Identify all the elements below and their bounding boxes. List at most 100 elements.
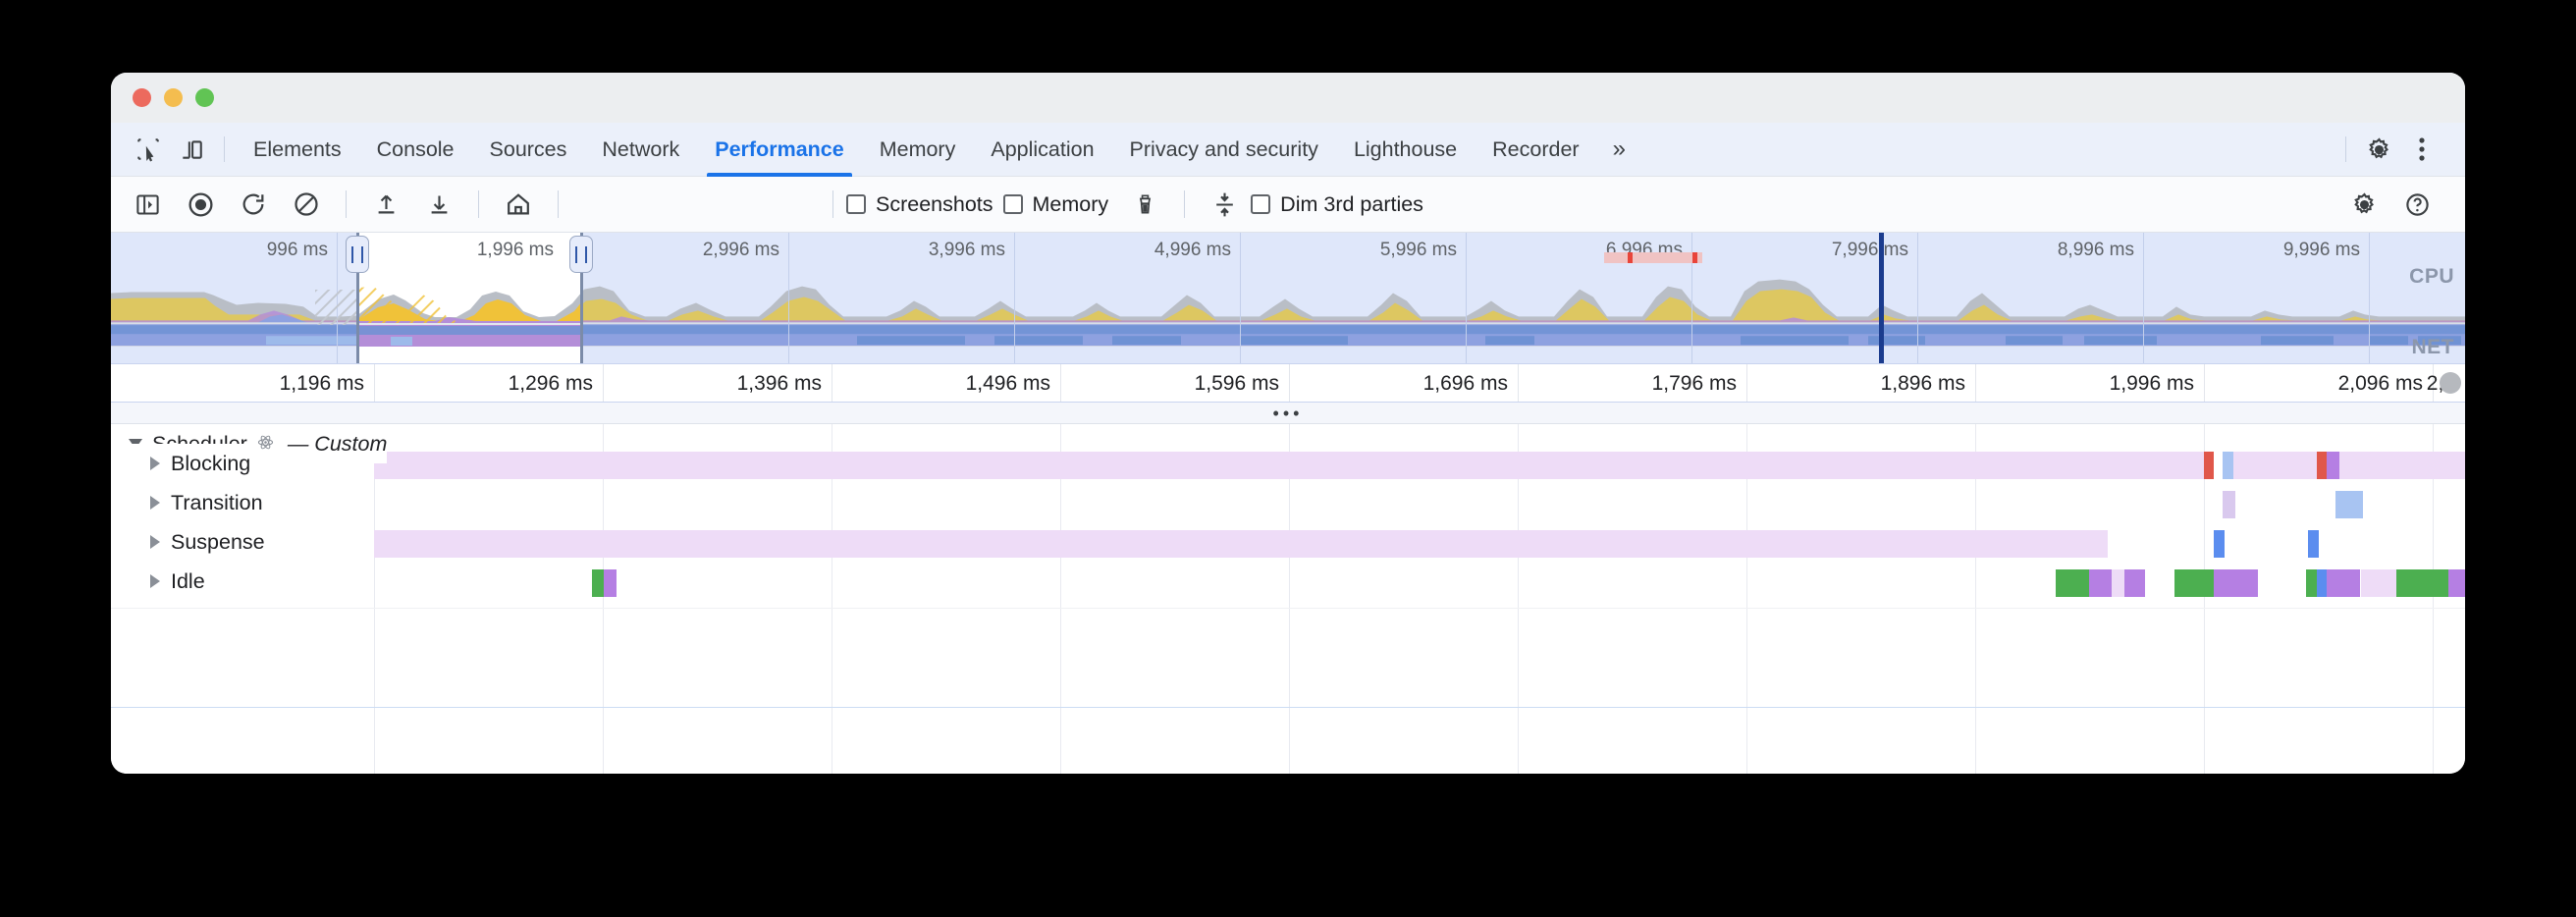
flame-bar[interactable]: [2327, 452, 2340, 479]
chevron-right-icon[interactable]: [150, 457, 160, 470]
selection-right-handle[interactable]: [569, 236, 593, 273]
pane-resizer-handle[interactable]: •••: [111, 403, 2465, 424]
flame-gridline: [1289, 424, 1290, 774]
clear-button[interactable]: [284, 182, 329, 227]
flame-bar[interactable]: [2123, 569, 2146, 597]
tab-network[interactable]: Network: [584, 123, 697, 177]
screenshots-checkbox-box[interactable]: [846, 194, 866, 214]
close-window-button[interactable]: [133, 88, 151, 107]
ruler-tick: [1518, 364, 1519, 402]
flame-bar[interactable]: [2238, 569, 2259, 597]
tab-sources[interactable]: Sources: [472, 123, 585, 177]
flame-bar[interactable]: [2395, 569, 2448, 597]
react-atom-icon: [257, 432, 274, 457]
home-button[interactable]: [496, 182, 541, 227]
vertical-scroll-thumb[interactable]: [2440, 372, 2461, 394]
flame-bar[interactable]: [374, 530, 2108, 558]
device-toolbar-icon[interactable]: [170, 128, 213, 171]
selection-right-edge[interactable]: [580, 233, 583, 363]
flame-bar[interactable]: [374, 452, 2204, 479]
zoom-window-button[interactable]: [195, 88, 214, 107]
settings-gear-icon[interactable]: [2357, 128, 2400, 171]
tab-privacy-and-security[interactable]: Privacy and security: [1112, 123, 1336, 177]
flame-chart[interactable]: Scheduler — Custom Blocking Transition S…: [111, 424, 2465, 774]
dim-3rd-parties-checkbox-box[interactable]: [1251, 194, 1271, 214]
flame-bar[interactable]: [2203, 452, 2215, 479]
flame-bar[interactable]: [2316, 569, 2328, 597]
more-tabs-icon[interactable]: »: [1612, 135, 1626, 162]
dim-3rd-parties-checkbox[interactable]: Dim 3rd parties: [1251, 192, 1423, 217]
load-profile-button[interactable]: [363, 182, 408, 227]
flame-bar[interactable]: [2232, 452, 2317, 479]
timeline-ruler[interactable]: 1,196 ms 1,296 ms 1,396 ms 1,496 ms 1,59…: [111, 364, 2465, 403]
more-options-icon[interactable]: [2400, 128, 2443, 171]
ruler-tick: [374, 364, 375, 402]
flame-bar[interactable]: [2222, 491, 2235, 518]
flame-bar[interactable]: [2306, 569, 2317, 597]
track-row-label: Idle: [171, 568, 205, 593]
help-icon[interactable]: [2394, 182, 2440, 227]
memory-checkbox-box[interactable]: [1002, 194, 1023, 214]
track-row-label: Suspense: [171, 529, 265, 554]
chevron-right-icon[interactable]: [150, 574, 160, 588]
record-button[interactable]: [178, 182, 223, 227]
ruler-tick: [2433, 364, 2434, 402]
tab-label: Privacy and security: [1129, 136, 1318, 161]
flame-gridline: [603, 424, 604, 774]
capture-settings-icon[interactable]: [1202, 182, 1247, 227]
flame-bar[interactable]: [2360, 569, 2396, 597]
settings-gear-icon[interactable]: [2341, 182, 2387, 227]
overview-gridline: [1466, 233, 1467, 363]
chevron-right-icon[interactable]: [150, 496, 160, 510]
flame-bar[interactable]: [2339, 452, 2465, 479]
flame-bar[interactable]: [2327, 569, 2361, 597]
ruler-tick-label: 1,596 ms: [1194, 372, 1279, 395]
flame-bar[interactable]: [2088, 569, 2113, 597]
tab-memory[interactable]: Memory: [862, 123, 974, 177]
tab-performance[interactable]: Performance: [697, 123, 861, 177]
devtools-tabbar: Elements Console Sources Network Perform…: [111, 123, 2465, 177]
flame-bars-layer[interactable]: [374, 424, 2465, 774]
save-profile-button[interactable]: [416, 182, 461, 227]
selection-left-edge[interactable]: [356, 233, 359, 363]
screenshots-checkbox[interactable]: Screenshots: [846, 192, 993, 217]
tab-lighthouse[interactable]: Lighthouse: [1336, 123, 1475, 177]
overview-tick-label: 996 ms: [266, 240, 328, 260]
flame-bar[interactable]: [2214, 569, 2239, 597]
ruler-tick-label: 2,096 ms: [2337, 372, 2423, 395]
track-row-blocking[interactable]: Blocking: [111, 444, 251, 483]
flame-bar[interactable]: [2174, 569, 2215, 597]
track-row-suspense[interactable]: Suspense: [111, 522, 265, 562]
flame-bar[interactable]: [591, 569, 605, 597]
flame-bar[interactable]: [2334, 491, 2363, 518]
memory-checkbox[interactable]: Memory: [1002, 192, 1108, 217]
flame-bar[interactable]: [2222, 452, 2233, 479]
flame-bar[interactable]: [2447, 569, 2465, 597]
track-row-idle[interactable]: Idle: [111, 562, 205, 601]
chevron-right-icon[interactable]: [150, 535, 160, 549]
collect-garbage-icon[interactable]: [1122, 182, 1167, 227]
toggle-sidebar-button[interactable]: [125, 182, 170, 227]
tab-label: Network: [602, 136, 680, 161]
minimize-window-button[interactable]: [164, 88, 183, 107]
track-row-transition[interactable]: Transition: [111, 483, 263, 522]
overview-tick-label: 1,996 ms: [476, 240, 554, 260]
flame-bar[interactable]: [2316, 452, 2328, 479]
flame-bar[interactable]: [2112, 569, 2124, 597]
reload-and-record-button[interactable]: [231, 182, 276, 227]
tab-recorder[interactable]: Recorder: [1475, 123, 1596, 177]
window-titlebar: [111, 73, 2465, 123]
tab-console[interactable]: Console: [359, 123, 472, 177]
selection-left-handle[interactable]: [346, 236, 369, 273]
tabbar-right-divider: [2345, 136, 2346, 162]
flame-bar[interactable]: [2214, 530, 2226, 558]
flame-bar[interactable]: [604, 569, 617, 597]
capture-divider-left: [832, 190, 833, 218]
inspect-element-icon[interactable]: [127, 128, 170, 171]
tabbar-right-actions: [2334, 128, 2465, 171]
flame-bar[interactable]: [2055, 569, 2089, 597]
tab-application[interactable]: Application: [973, 123, 1111, 177]
flame-bar[interactable]: [2308, 530, 2319, 558]
tab-elements[interactable]: Elements: [236, 123, 359, 177]
timeline-overview[interactable]: 996 ms 1,996 ms 2,996 ms 3,996 ms 4,996 …: [111, 233, 2465, 364]
